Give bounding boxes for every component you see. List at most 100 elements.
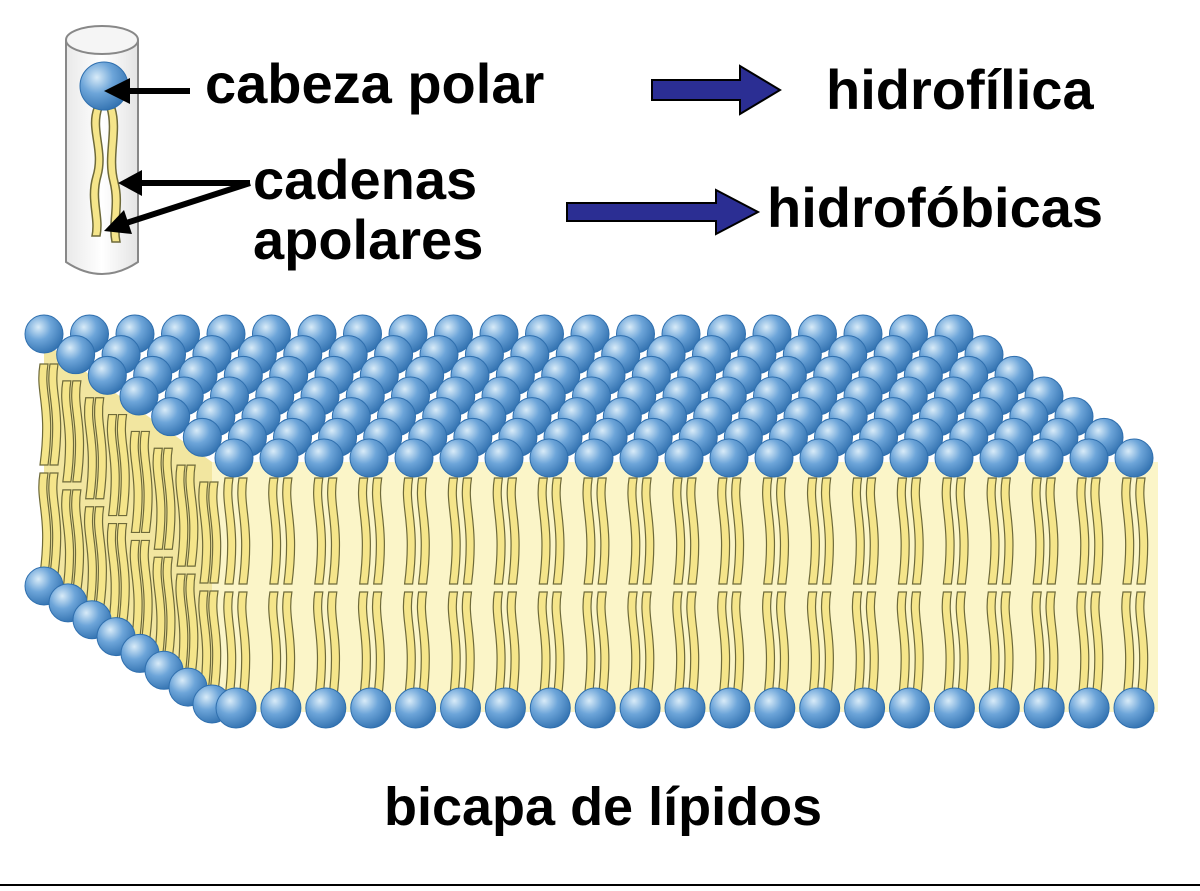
top-surface-head [439,438,479,478]
figure-title: bicapa de lípidos [384,777,823,837]
front-tail-upper [806,477,820,585]
front-tail-upper [851,477,865,585]
hydrophilic-label: hidrofílica [826,58,1094,121]
cylinder-top [65,25,139,55]
bottom-front-head [1113,687,1155,729]
side-tail-upper [48,363,62,466]
front-tail-upper [268,477,282,585]
front-tail-upper [327,477,341,585]
side-tail-upper [162,447,176,550]
front-tail-upper [627,477,641,585]
front-tail-upper [447,477,461,585]
bottom-front-head [260,687,302,729]
single-phospholipid-illustration [65,25,139,275]
front-tail-upper [910,477,924,585]
bottom-front-head [619,687,661,729]
front-tail-upper [282,477,296,585]
single-lipid-tail-right [106,107,122,243]
apolar-chains-label: cadenas apolares [253,150,483,270]
bottom-divider [0,884,1200,886]
front-tail-upper [731,477,745,585]
membrane-front-interior [212,462,1158,712]
bottom-front-head [574,687,616,729]
bottom-front-head [844,687,886,729]
bottom-front-head [350,687,392,729]
front-tail-upper [461,477,475,585]
top-surface-head [151,397,191,437]
top-surface-head [394,438,434,478]
front-tail-upper [1076,477,1090,585]
top-surface-head [182,417,222,457]
side-tail-upper [71,380,85,483]
top-surface-head [844,438,884,478]
front-tail-upper [896,477,910,585]
bottom-front-head [799,687,841,729]
bottom-front-head [395,687,437,729]
top-surface-head [304,438,344,478]
side-tail-upper [83,397,97,500]
top-surface-head [889,438,929,478]
front-tail-upper [596,477,610,585]
bottom-front-head [978,687,1020,729]
front-tail-upper [237,477,251,585]
front-tail-upper [582,477,596,585]
front-tail-upper [313,477,327,585]
front-tail-upper [416,477,430,585]
top-surface-head [574,438,614,478]
side-tail-upper [116,413,130,517]
bottom-front-head [664,687,706,729]
top-surface-head [979,438,1019,478]
front-tail-upper [941,477,955,585]
bottom-front-head [440,687,481,729]
hydrophobic-label: hidrofóbicas [767,176,1104,239]
side-tail-upper [106,413,120,517]
front-tail-upper [865,477,879,585]
top-surface-head [349,438,389,478]
front-tail-upper [223,477,237,585]
front-tail-upper [672,477,686,585]
front-tail-upper [1031,477,1045,585]
front-tail-upper [551,477,565,585]
hydrophilic-arrow [651,64,782,116]
chain-pointer-arrows [104,170,251,234]
front-tail-upper [1121,477,1135,585]
side-tail-upper [61,380,75,483]
side-tail-upper [152,447,166,550]
top-surface-head [754,438,794,478]
side-tail-upper [93,397,107,500]
front-tail-upper [1090,477,1104,585]
side-tail-upper [175,464,189,567]
front-tail-upper [986,477,1000,585]
bottom-front-head [754,687,796,729]
apolar-chains-label-line2: apolares [253,208,484,271]
bottom-front-head [933,687,975,729]
top-surface-head [24,314,64,354]
front-tail-upper [955,477,969,585]
top-surface-head [1024,438,1064,478]
side-tail-upper [198,481,212,584]
front-tail-upper [1135,477,1149,585]
top-surface-head [119,376,159,416]
side-tail-upper [185,464,199,567]
top-surface-head [799,438,839,478]
top-surface-head [259,438,299,478]
front-tail-upper [776,477,790,585]
front-tail-upper [762,477,776,585]
bottom-front-head [1023,687,1065,729]
front-tail-upper [686,477,700,585]
bottom-front-head [305,687,347,729]
bottom-front-head [484,687,526,729]
front-tail-upper [402,477,416,585]
front-tail-upper [1045,477,1059,585]
lipid-bilayer-block [24,314,1158,729]
front-tail-upper [506,477,520,585]
top-surface-head [664,438,704,478]
bottom-front-head [709,687,751,729]
top-surface-head [87,355,127,395]
bottom-front-head [889,687,930,729]
top-surface-head [56,335,96,375]
top-surface-head [709,438,749,478]
bottom-front-head [529,687,571,729]
top-surface-head [484,438,524,478]
